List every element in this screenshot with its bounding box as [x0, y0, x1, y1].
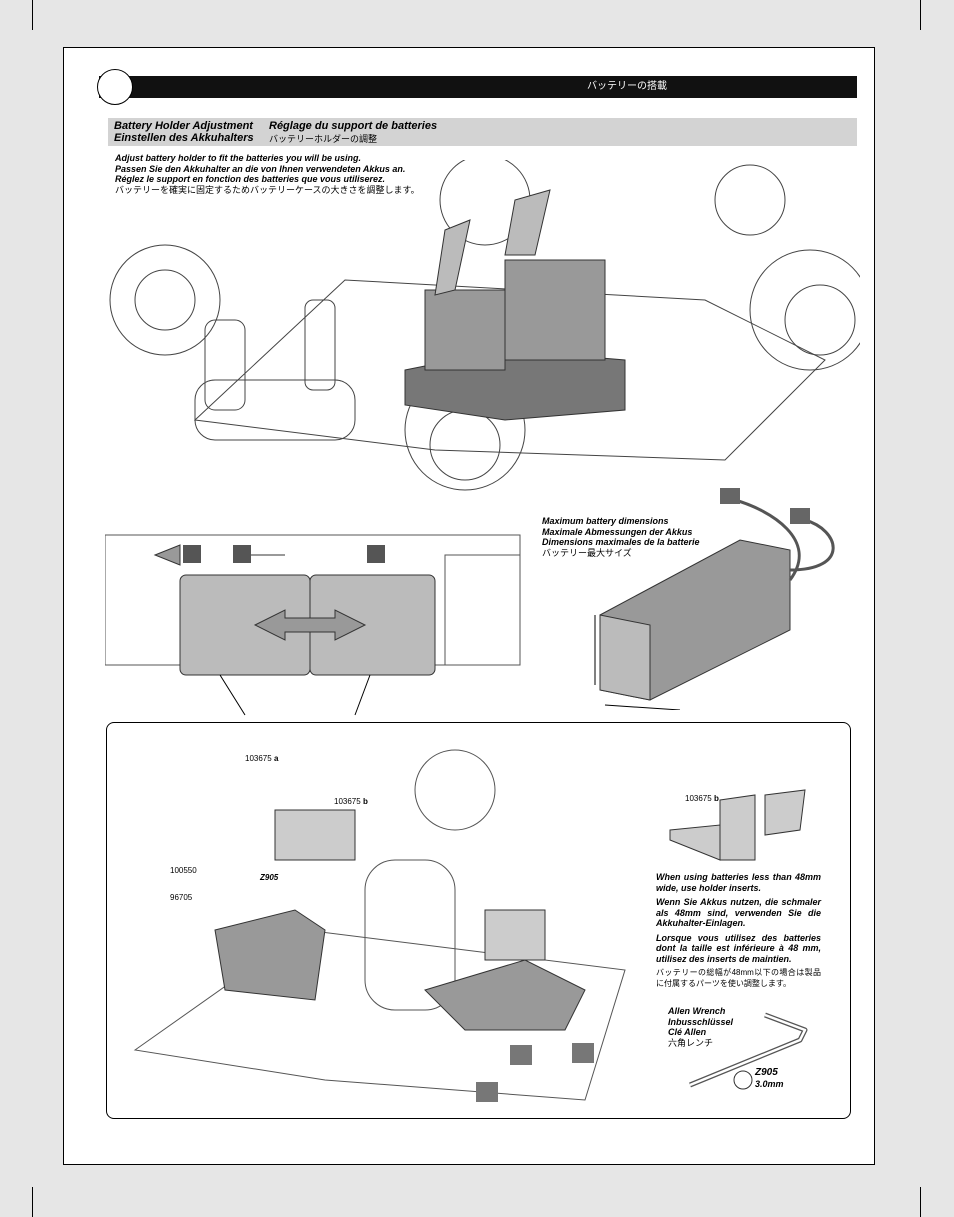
holder-top-view	[105, 534, 521, 716]
tool-label: Allen Wrench Inbusschlüssel Clé Allen 六角…	[668, 1006, 733, 1048]
crop-mark	[920, 0, 921, 30]
tool-code: Z905	[755, 1067, 778, 1078]
section-title-bar: Battery Holder Adjustment Réglage du sup…	[108, 118, 857, 146]
detail-panel	[106, 722, 851, 1119]
section-title-fr: Réglage du support de batteries	[269, 120, 438, 132]
max-dims-de: Maximale Abmessungen der Akkus	[542, 526, 693, 537]
allen-wrench-icon	[689, 1012, 808, 1090]
part-label: 96705	[170, 893, 193, 902]
tool-name-fr: Clé Allen	[668, 1027, 707, 1037]
holder-assembly-illustration	[133, 749, 626, 1102]
inserts-note-fr: Lorsque vous utilisez des batteries dont…	[656, 932, 821, 964]
max-dims-label: Maximum battery dimensions Maximale Abme…	[542, 516, 700, 558]
max-dims-en: Maximum battery dimensions	[542, 516, 669, 526]
section-title-de: Einstellen des Akkuhalters	[114, 132, 254, 144]
tool-name-en: Allen Wrench	[668, 1006, 726, 1016]
buggy-illustration	[109, 160, 860, 491]
inserts-note-jp: バッテリーの総幅が48mm以下の場合は製品に付属するパーツを使い調整します。	[656, 968, 821, 988]
part-label: 100550	[170, 866, 197, 875]
inserts-note-de: Wenn Sie Akkus nutzen, die schmaler als …	[656, 897, 821, 928]
inserts-note-en: When using batteries less than 48mm wide…	[656, 872, 821, 893]
part-label: 103675 b	[334, 797, 368, 806]
section-title-en: Battery Holder Adjustment	[114, 120, 253, 132]
header-title: バッテリーの搭載	[587, 81, 667, 92]
intro-text: Adjust battery holder to fit the batteri…	[115, 153, 420, 195]
battery-illustration	[594, 488, 835, 710]
tool-size: 3.0mm	[755, 1078, 784, 1089]
tool-name-jp: 六角レンチ	[668, 1037, 714, 1048]
intro-jp: バッテリーを確実に固定するためバッテリーケースの大きさを調整します。	[115, 184, 420, 195]
holder-insert-illustration	[669, 789, 806, 861]
crop-mark	[32, 0, 33, 30]
intro-fr: Réglez le support en fonction des batter…	[115, 174, 386, 184]
max-dims-jp: バッテリー最大サイズ	[542, 547, 632, 558]
section-title-jp: バッテリーホルダーの調整	[269, 134, 378, 144]
tool-spec: Z905 3.0mm	[755, 1067, 784, 1089]
part-label: 103675 b	[685, 794, 719, 803]
step-number-circle	[97, 69, 133, 105]
intro-en: Adjust battery holder to fit the batteri…	[115, 153, 362, 163]
inserts-note: When using batteries less than 48mm wide…	[656, 872, 821, 989]
header-bar: バッテリーの搭載	[99, 76, 857, 98]
intro-de: Passen Sie den Akkuhalter an die von Ihn…	[115, 163, 406, 174]
crop-mark	[32, 1187, 33, 1217]
crop-mark	[920, 1187, 921, 1217]
part-label: 103675 a	[245, 754, 279, 763]
max-dims-fr: Dimensions maximales de la batterie	[542, 537, 700, 547]
tool-name-de: Inbusschlüssel	[668, 1016, 734, 1027]
part-label: Z905	[260, 873, 279, 882]
